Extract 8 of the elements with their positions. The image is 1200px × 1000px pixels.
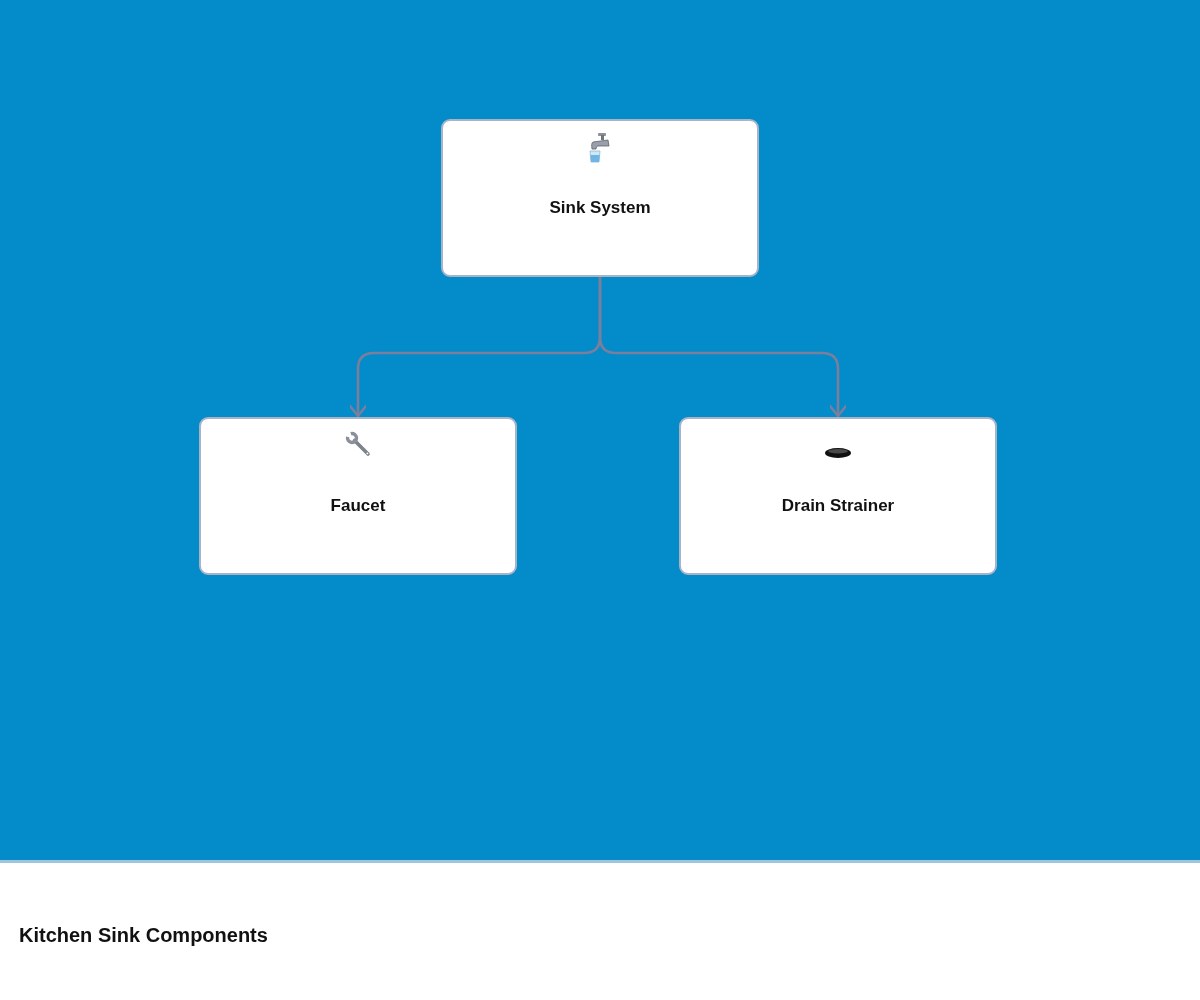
node-label: Sink System [549,197,651,219]
component-box [679,417,997,575]
diagram-title: Kitchen Sink Components [19,923,268,947]
component-box [441,119,759,277]
node-label: Faucet [330,495,386,517]
node-label: Drain Strainer [781,495,895,517]
arrow [598,277,848,418]
component-box [199,417,517,575]
